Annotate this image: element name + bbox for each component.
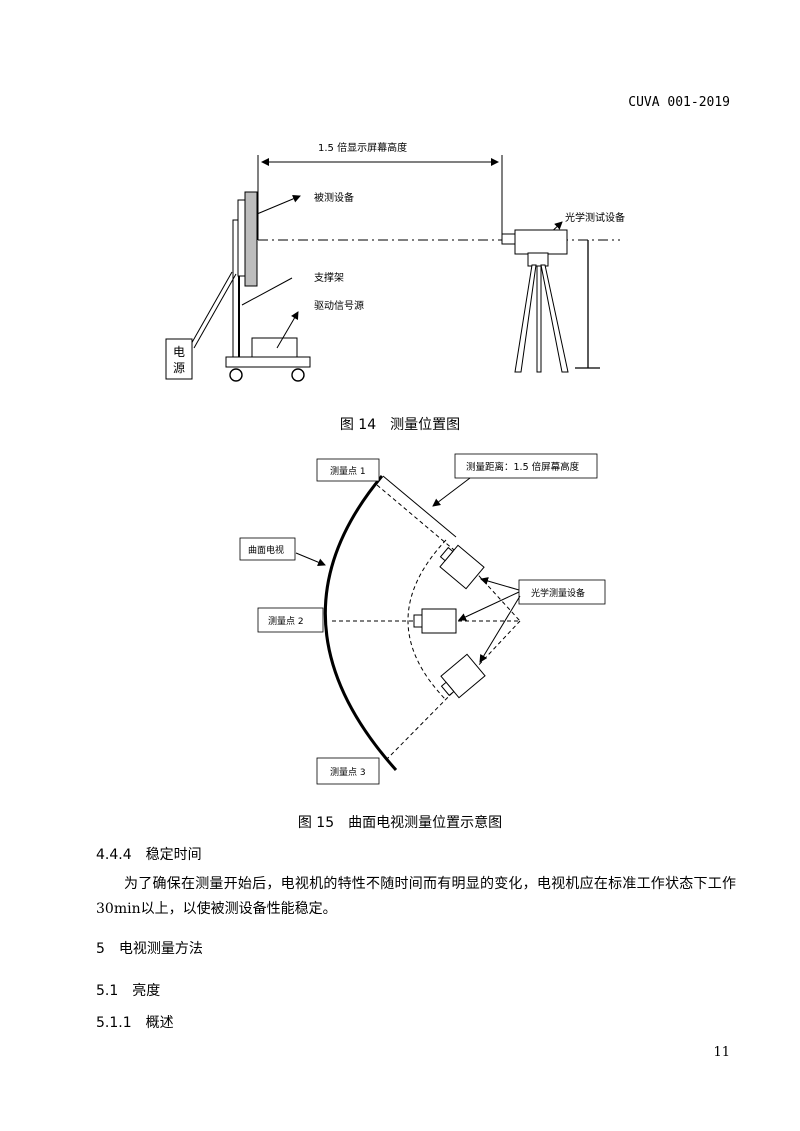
- figure-14-caption: 图 14 测量位置图: [339, 417, 461, 433]
- fig15-optical-label: 光学测量设备: [531, 587, 585, 599]
- figure-14-measurement-position: 1.5 倍显示屏幕高度 被测设备 光学测试设备 支撑架 驱动信号源 电 源: [165, 141, 625, 382]
- fig14-signal-label: 驱动信号源: [314, 299, 364, 312]
- fig14-distance-label: 1.5 倍显示屏幕高度: [318, 141, 407, 154]
- figure-15-curved-tv-positions: 测量点 1 曲面电视 测量点 2 测量点 3 测量距离：1.5 倍屏幕高度 光学…: [239, 453, 606, 785]
- fig15-point2-label: 测量点 2: [268, 616, 304, 627]
- fig15-distance-label: 测量距离：1.5 倍屏幕高度: [466, 461, 580, 473]
- section-4-4-4-paragraph: 为了确保在测量开始后，电视机的特性不随时间而有明显的变化，电视机应在标准工作状态…: [96, 876, 736, 917]
- page-number: 11: [713, 1045, 730, 1060]
- section-5-1-heading: 5.1 亮度: [96, 983, 161, 999]
- section-5-1-1-heading: 5.1.1 概述: [96, 1015, 174, 1031]
- figure-15-caption: 图 15 曲面电视测量位置示意图: [297, 815, 503, 831]
- fig14-optical-label: 光学测试设备: [565, 211, 625, 224]
- fig14-device-label: 被测设备: [314, 191, 354, 204]
- section-4-4-4-heading: 4.4.4 稳定时间: [96, 847, 202, 863]
- fig15-tv-label: 曲面电视: [248, 544, 284, 556]
- section-5-heading: 5 电视测量方法: [96, 941, 203, 957]
- document-code-header: CUVA 001-2019: [628, 95, 730, 110]
- fig14-stand-label: 支撑架: [314, 271, 344, 284]
- fig15-point3-label: 测量点 3: [330, 767, 366, 778]
- fig15-point1-label: 测量点 1: [330, 466, 366, 477]
- fig14-power-label-1: 电: [173, 345, 185, 359]
- fig14-power-label-2: 源: [173, 361, 185, 375]
